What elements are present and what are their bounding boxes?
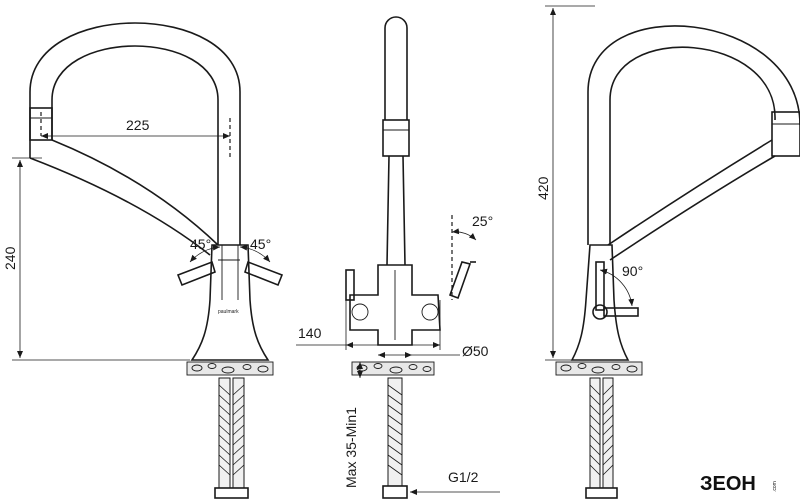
front-lever-left <box>176 260 216 287</box>
front-support-arm <box>29 157 211 256</box>
front-spout-inner <box>51 45 219 245</box>
right-spout-outer <box>587 25 800 245</box>
right-view: 90° 420 <box>535 5 800 499</box>
store-logo-suffix: .com <box>772 481 778 492</box>
front-body <box>190 244 270 361</box>
side-view: 25° 140 Ø50 Max 35-Min1 G1/2 <box>296 16 500 499</box>
side-hose <box>382 377 408 499</box>
side-lever-right <box>448 261 472 300</box>
store-logo-text: ЗЕОН <box>700 473 756 495</box>
store-logo: ЗЕОН .com <box>700 473 778 495</box>
front-angle-right-label: 45° <box>250 236 271 252</box>
side-spout <box>384 16 408 120</box>
side-hose-thread-label: G1/2 <box>448 469 479 485</box>
right-hoses <box>585 377 618 499</box>
front-spout-outer <box>29 22 241 245</box>
side-countertop <box>351 361 435 376</box>
side-diameter-label: Ø50 <box>462 343 489 359</box>
front-lever-right <box>244 260 284 287</box>
right-lever <box>595 261 605 311</box>
front-view: paulmark 45° 45° 225 240 <box>2 22 284 499</box>
front-brand-mark: paulmark <box>218 309 239 315</box>
front-hoses <box>214 377 249 499</box>
front-reach-label: 225 <box>126 117 150 133</box>
right-body <box>570 244 630 361</box>
right-spout-inner <box>609 46 776 245</box>
right-countertop <box>555 361 643 376</box>
front-nozzle <box>29 107 53 141</box>
right-nozzle <box>771 111 800 157</box>
side-width-label: 140 <box>298 325 322 341</box>
right-angle-label: 90° <box>622 263 643 279</box>
front-angle-left-label: 45° <box>190 236 211 252</box>
front-height-label: 240 <box>2 246 18 270</box>
side-angle-label: 25° <box>472 213 493 229</box>
front-countertop <box>186 361 274 376</box>
right-support-arm <box>609 155 776 261</box>
right-height-label: 420 <box>535 176 551 200</box>
side-mount-label: Max 35-Min1 <box>343 407 359 488</box>
